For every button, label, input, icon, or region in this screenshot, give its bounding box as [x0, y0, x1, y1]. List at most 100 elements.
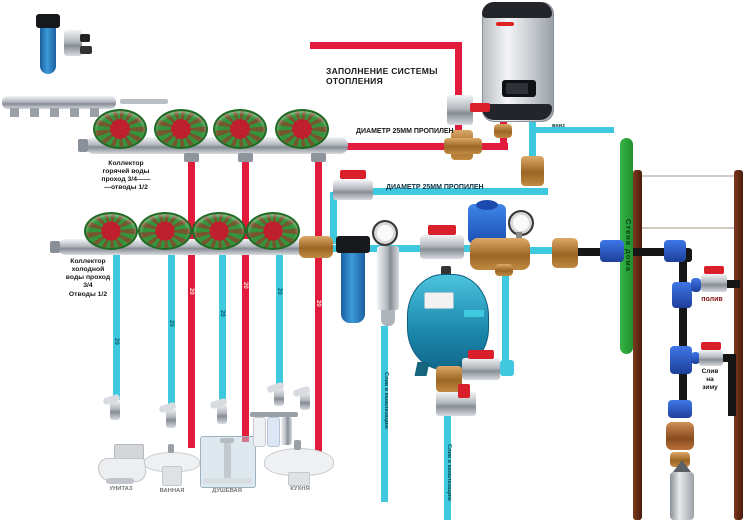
- spare-pipe-rod: [120, 99, 168, 104]
- pipe-cold-drop-kitchen: [276, 255, 283, 390]
- well-pump: [670, 472, 694, 520]
- self-clean-filter-body: [377, 246, 399, 310]
- fixture-label-toilet: УНИТАЗ: [109, 486, 133, 492]
- spare-manifold-outlet: [10, 108, 19, 117]
- angle-valve: [274, 388, 284, 406]
- manifold-valve-wheel: [213, 109, 267, 149]
- manifold-valve-wheel: [192, 212, 246, 250]
- garden-tap-body: [701, 274, 727, 292]
- fill-heating-label: ЗАПОЛНЕНИЕ СИСТЕМЫ ОТОПЛЕНИЯ: [326, 66, 438, 87]
- five-way-bottom-port: [495, 264, 513, 276]
- water-heater-top-cap: [482, 2, 552, 18]
- kitchen-sink-faucet: [294, 440, 301, 450]
- filter-pressure-gauge: [372, 220, 398, 246]
- manifold-valve-wheel: [84, 212, 138, 250]
- manifold-hot-endcap: [78, 139, 88, 152]
- check-valve-house: [552, 238, 578, 268]
- tank-valve-a-body: [462, 358, 500, 380]
- garden-tap-label: полив: [701, 296, 723, 303]
- fill-valve-body: [447, 95, 473, 125]
- manifold-hot-outlet: [184, 153, 199, 162]
- compression-coupling: [668, 400, 692, 418]
- filter-cartridge: [281, 417, 292, 445]
- fixture-label-shower: ДУШЕВАЯ: [212, 488, 242, 494]
- main-valve-handle: [428, 225, 456, 235]
- mid-valve-handle: [340, 170, 366, 179]
- pipe-cold-drop-toilet: [113, 255, 120, 400]
- pipe-hdpe-down-1: [679, 256, 687, 290]
- compression-stub: [691, 278, 701, 292]
- pipe-diameter-label-top: ДИАМЕТР 25ММ ПРОПИЛЕН: [356, 128, 454, 135]
- house-wall-label: Стена дома: [624, 218, 633, 272]
- filter-housing-head: [336, 236, 370, 253]
- spare-fitting-nut: [80, 46, 92, 54]
- well-strainer: [670, 452, 690, 467]
- pipe-heater-cold-inlet: [529, 110, 536, 158]
- angle-valve: [300, 392, 310, 410]
- angle-valve: [166, 408, 176, 428]
- shower-head: [220, 438, 234, 443]
- spare-manifold-outlet: [70, 108, 79, 117]
- tank-side-tag: [464, 310, 484, 317]
- heater-cold-fitting: [521, 156, 544, 186]
- check-valve-well: [666, 422, 694, 450]
- manifold-hot-outlet: [238, 153, 253, 162]
- fill-tee-horizontal: [444, 138, 482, 154]
- tank-valve-b-body: [436, 392, 476, 416]
- manifold-valve-wheel: [154, 109, 208, 149]
- pipe-size-tag: 20: [276, 288, 282, 295]
- bathroom-sink-pedestal: [162, 466, 182, 486]
- well-casing-right: [734, 170, 743, 520]
- spare-fitting: [64, 30, 82, 56]
- manifold-hot-outlet: [311, 153, 326, 162]
- spare-filter-housing: [40, 28, 56, 74]
- house-wall-bar: [620, 138, 633, 354]
- spare-fitting-handle: [80, 34, 90, 42]
- manifold-valve-wheel: [275, 109, 329, 149]
- pipe-garden-out: [726, 280, 740, 288]
- manifold-cold-endcap: [50, 241, 60, 253]
- angle-valve: [217, 404, 227, 424]
- pipe-winter-drain-v: [728, 358, 736, 416]
- garden-tap-handle: [704, 266, 724, 274]
- pipe-size-tag: 20: [168, 320, 174, 327]
- kitchen-sink-pedestal: [288, 472, 310, 486]
- tank-valve-a-handle: [468, 350, 494, 359]
- pipe-cold-mid-line: [372, 188, 548, 195]
- bathroom-sink-faucet: [168, 444, 174, 453]
- pipe-sewer-drain-1: [381, 326, 388, 502]
- pipe-fill-horizontal: [310, 42, 460, 49]
- pressure-gauge-stem: [516, 232, 522, 240]
- spare-filter-cap: [36, 14, 60, 28]
- water-heater-bottom-cap: [482, 104, 552, 120]
- pipe-hot-drop-kitchen: [315, 156, 322, 462]
- pipe-size-tag: 20: [188, 288, 194, 295]
- pipe-diameter-label-mid: ДИАМЕТР 25ММ ПРОПИЛЕН: [386, 184, 484, 191]
- mid-valve-body: [333, 180, 373, 200]
- hot-collector-label: Коллектор горячей воды проход 3/4—— —отв…: [101, 160, 151, 192]
- pipe-tank-riser: [502, 270, 509, 366]
- tank-leg: [414, 362, 430, 376]
- winter-drain-valve-handle: [701, 342, 721, 350]
- cold-junction-tee: [299, 236, 333, 258]
- pressure-switch: [468, 204, 506, 244]
- pipe-hdpe-down-2: [679, 304, 687, 350]
- compression-stub: [691, 352, 700, 364]
- tank-valve-b-handle: [458, 384, 470, 398]
- heater-branch-note: вниз: [552, 123, 565, 129]
- manifold-valve-wheel: [246, 212, 300, 250]
- spare-manifold: [2, 96, 116, 109]
- spare-manifold-outlet: [30, 108, 39, 117]
- compression-tee: [672, 282, 692, 308]
- fill-valve-handle: [470, 103, 490, 112]
- pipe-hdpe-down-3: [679, 374, 687, 404]
- pipe-hot-drop-bath: [188, 156, 195, 448]
- tank-bottom-tee: [436, 366, 462, 392]
- compression-fitting: [664, 240, 686, 262]
- pipe-hot-drop-shower: [242, 156, 249, 442]
- heater-hot-fitting: [494, 124, 512, 138]
- pipe-size-tag: 20: [113, 338, 119, 345]
- cold-collector-label: Коллектор холодной воды проход 3/4 Отвод…: [65, 258, 111, 298]
- pipe-cold-stub: [530, 247, 552, 254]
- pipe-sewer-drain-2: [444, 416, 451, 520]
